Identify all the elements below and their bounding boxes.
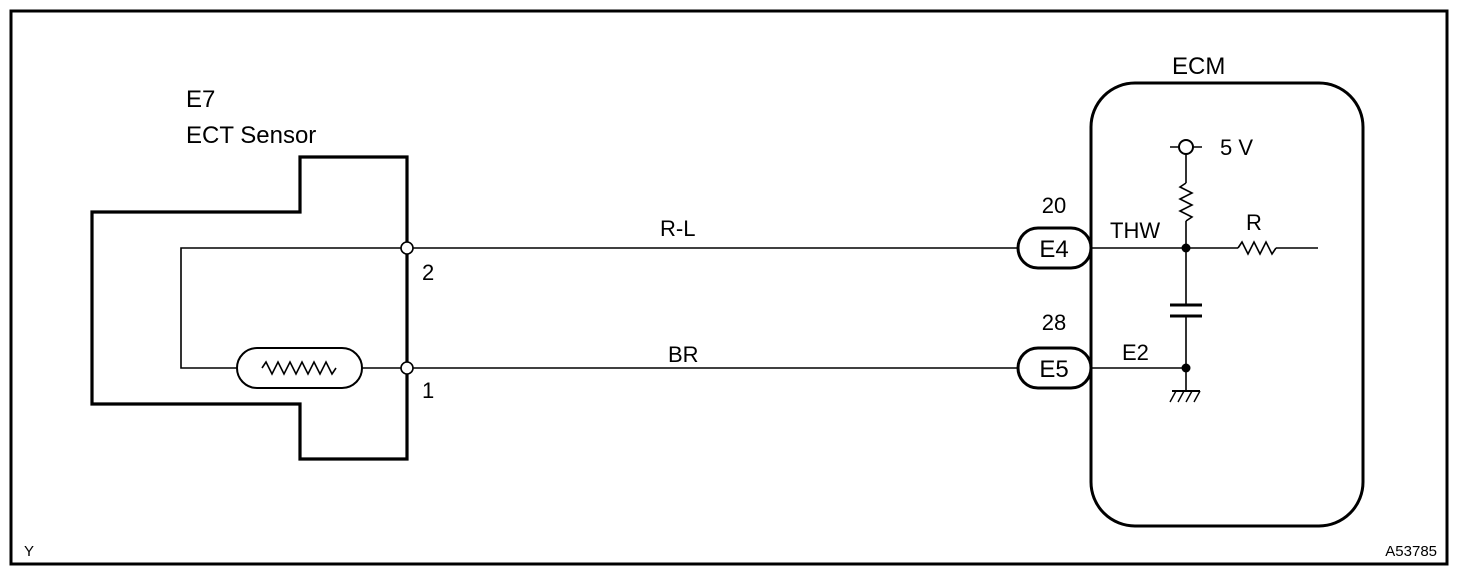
wire-br-label: BR	[668, 342, 699, 367]
sensor-name: ECT Sensor	[186, 122, 316, 149]
connector-e4-label: E4	[1039, 236, 1068, 263]
connector-e5-pin: 28	[1042, 310, 1066, 335]
ground-hatch	[1169, 390, 1201, 403]
resistor-r-zigzag	[1237, 240, 1277, 256]
pin-2-label: 2	[422, 260, 434, 285]
supply-label: 5 V	[1220, 135, 1253, 160]
sensor-code: E7	[186, 86, 215, 113]
pullup-resistor-zigzag	[1178, 182, 1194, 222]
wire-rl-label: R-L	[660, 216, 695, 241]
thw-label: THW	[1110, 218, 1160, 243]
thermistor-zigzag	[261, 360, 337, 376]
figure-id: A53785	[1385, 543, 1437, 560]
pin-1-label: 1	[422, 378, 434, 403]
pin-2-terminal	[400, 241, 414, 255]
corner-label: Y	[24, 543, 34, 560]
e2-label: E2	[1122, 340, 1149, 365]
connector-e5-label: E5	[1039, 356, 1068, 383]
sensor-internal-wire	[180, 247, 407, 369]
diagram-frame	[9, 9, 1449, 566]
ecm-title: ECM	[1172, 53, 1225, 80]
resistor-r-label: R	[1246, 210, 1262, 235]
pin-1-terminal	[400, 361, 414, 375]
ecm-box	[1089, 81, 1365, 528]
connector-e4-pin: 20	[1042, 193, 1066, 218]
sensor-housing	[90, 155, 409, 461]
supply-terminal	[1178, 139, 1194, 155]
